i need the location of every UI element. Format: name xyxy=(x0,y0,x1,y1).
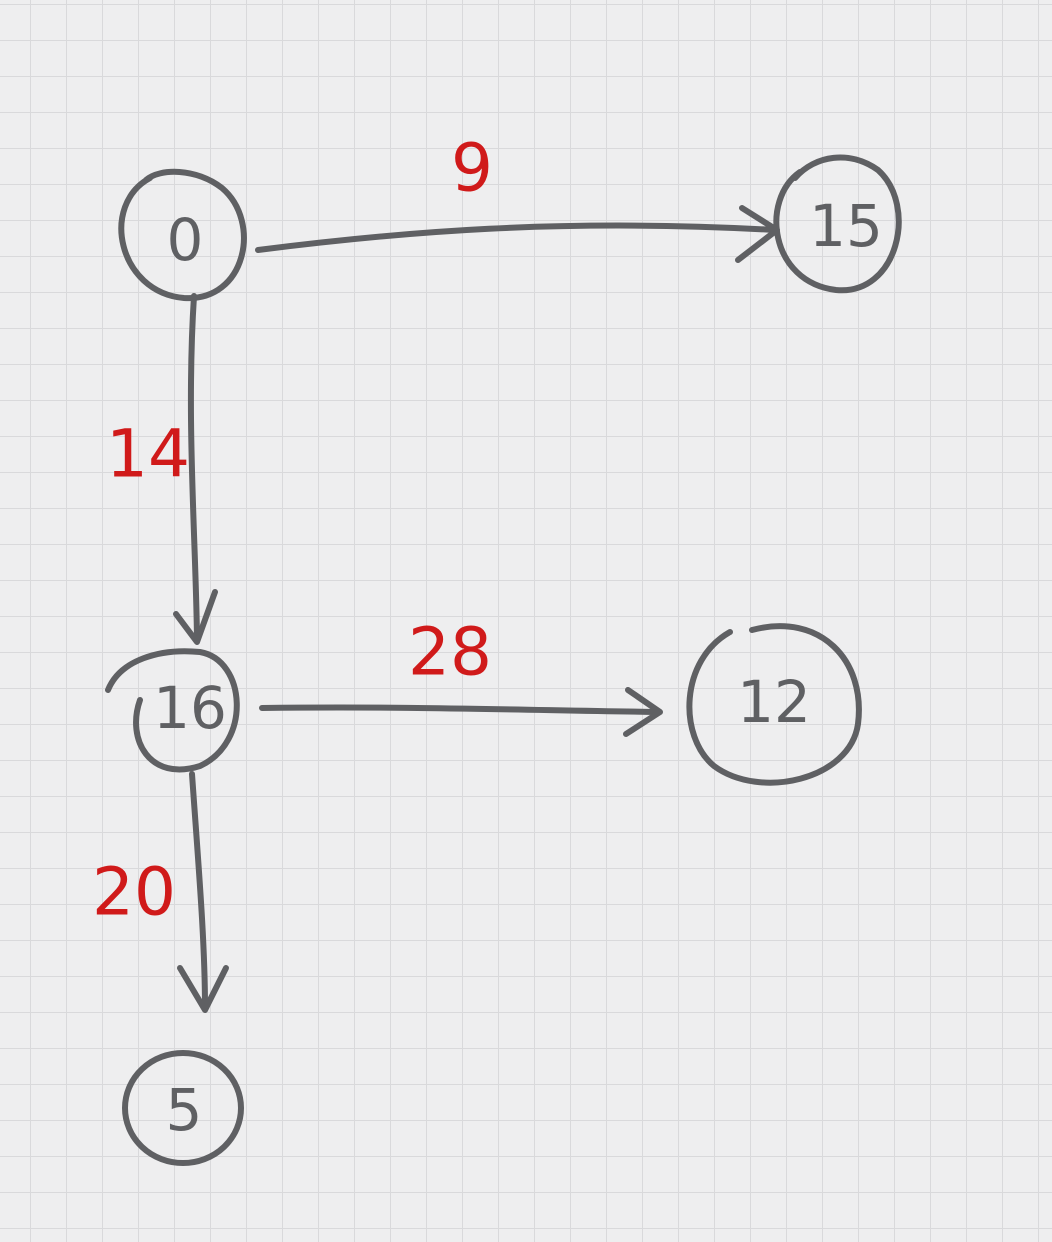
edge-16-12 xyxy=(259,687,663,737)
edge-0-16-line xyxy=(187,293,200,643)
node-16: 16 xyxy=(105,648,240,773)
node-5-label: 5 xyxy=(166,1076,203,1144)
node-12-label: 12 xyxy=(737,668,811,736)
edge-16-5-line xyxy=(189,771,208,1011)
node-16-ring xyxy=(105,648,240,773)
node-15-label: 15 xyxy=(809,192,883,260)
edge-0-15-arrowhead xyxy=(735,205,780,263)
node-5-ring xyxy=(122,1050,244,1166)
edge-0-15 xyxy=(255,205,780,263)
edge-16-5-arrowhead xyxy=(177,965,229,1013)
node-12-ring xyxy=(686,623,862,786)
edge-0-15-line xyxy=(255,222,778,253)
edge-16-12-arrowhead xyxy=(623,687,663,737)
edge-0-16 xyxy=(173,293,218,645)
node-12: 12 xyxy=(686,623,862,786)
node-5: 5 xyxy=(122,1050,244,1166)
edge-0-16-arrowhead xyxy=(173,589,218,645)
edge-0-16-weight: 14 xyxy=(106,416,190,493)
edge-0-15-weight: 9 xyxy=(451,130,493,207)
edge-16-5-weight: 20 xyxy=(92,854,176,931)
node-0-ring xyxy=(118,168,247,302)
node-16-label: 16 xyxy=(153,674,227,742)
node-0-label: 0 xyxy=(167,206,204,274)
node-0: 0 xyxy=(118,168,247,302)
edge-16-12-weight: 28 xyxy=(408,614,492,691)
node-15-ring xyxy=(773,154,902,294)
edge-16-5 xyxy=(177,771,229,1013)
node-15: 15 xyxy=(773,154,902,294)
edge-16-12-line xyxy=(259,704,661,715)
